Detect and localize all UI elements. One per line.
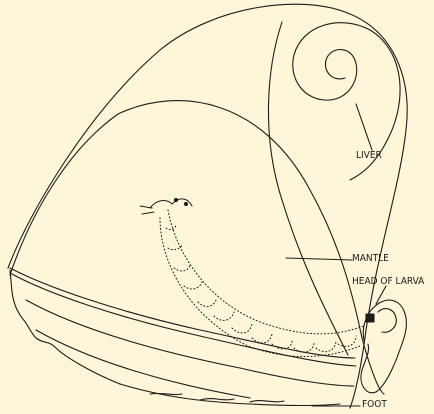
larva-seg-4	[184, 282, 202, 289]
label-mantle: MANTLE	[352, 253, 389, 265]
larva-seg-10	[294, 342, 314, 352]
shell-whorl-line	[268, 22, 348, 355]
foot-ripple-3	[250, 401, 284, 402]
mantle-outline	[10, 101, 384, 394]
body-ridge-1	[10, 268, 355, 358]
foot-edge-left	[10, 270, 120, 384]
larva-seg-6	[214, 312, 234, 320]
larva-seg-5	[198, 300, 216, 306]
larva-body-lower-edge	[160, 218, 360, 357]
foot-ripple-1	[150, 393, 182, 394]
larva-seg-11	[316, 340, 336, 352]
label-liver: LIVER	[356, 150, 382, 162]
larva-seg-1	[166, 224, 176, 230]
leader-liver	[356, 104, 372, 150]
leader-mantle	[286, 258, 352, 260]
larva-seg-3	[174, 264, 190, 271]
larva-body-upper-edge	[168, 210, 364, 334]
shell-spiral	[293, 23, 400, 180]
leader-head	[376, 286, 386, 304]
larva-seg-7	[232, 324, 252, 333]
label-head-of-larva: HEAD OF LARVA	[352, 276, 424, 288]
larva-tail-dot-2	[184, 202, 187, 205]
larva-tail-tuft-2	[142, 212, 154, 214]
larva-tail-dot-1	[174, 198, 177, 201]
foot-ripple-2	[200, 399, 234, 400]
larva-mouthpart	[366, 314, 374, 322]
label-foot: FOOT	[362, 399, 387, 411]
larva-head-inner	[378, 309, 396, 333]
body-ridge-3	[26, 300, 354, 386]
shell-outline	[8, 4, 407, 408]
